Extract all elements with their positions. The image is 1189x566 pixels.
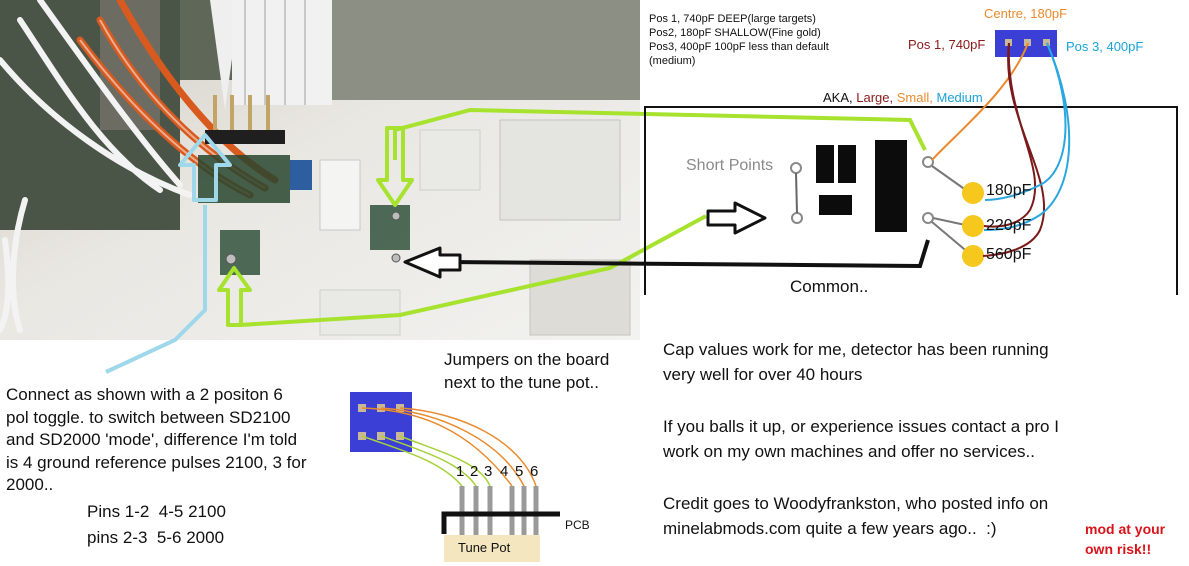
black-right-arrow xyxy=(706,201,767,235)
black-left-arrow xyxy=(403,246,462,279)
circuit-board-photo xyxy=(0,0,640,340)
maroon-wire-2 xyxy=(983,42,1037,228)
pcb-label: PCB xyxy=(565,518,590,532)
jumpers-line-2: next to the tune pot.. xyxy=(444,373,600,392)
risk-warning: mod at your own risk!! xyxy=(1085,519,1165,559)
chip-shapes xyxy=(816,140,907,232)
tune-pot-body xyxy=(444,535,540,562)
common-label: Common.. xyxy=(790,277,869,296)
right-note-2a: If you balls it up, or experience issues… xyxy=(663,417,1059,436)
pin-number-6: 6 xyxy=(530,463,539,480)
cap-label-220: 220pF xyxy=(986,217,1032,234)
switch-label-pos1: Pos 1, 740pF xyxy=(908,37,986,52)
switch-label-pos3: Pos 3, 400pF xyxy=(1066,39,1144,54)
right-note-3a: Credit goes to Woodyfrankston, who poste… xyxy=(663,494,1049,513)
pin-number-4: 4 xyxy=(500,463,509,480)
circuit-box-outline xyxy=(644,106,1178,295)
cap-label-180: 180pF xyxy=(986,182,1032,199)
pcb-line xyxy=(441,511,560,534)
instructions-line-1: Connect as shown with a 2 positon 6 xyxy=(6,385,283,404)
capacitor-180 xyxy=(962,182,984,204)
black-common-line xyxy=(444,239,930,269)
right-note-1a: Cap values work for me, detector has bee… xyxy=(663,340,1049,359)
pins-line-1: Pins 1-2 4-5 2100 xyxy=(87,502,226,521)
positions-line-3: Pos3, 400pF 100pF less than default xyxy=(649,41,829,53)
aka-prefix: AKA, xyxy=(823,90,853,105)
green-guide-line-2 xyxy=(239,214,707,327)
terminal-bottom xyxy=(922,212,934,224)
risk-line-1: mod at your xyxy=(1085,521,1166,537)
capacitor-560 xyxy=(962,245,984,267)
aka-small: Small, xyxy=(896,90,933,105)
positions-line-4: (medium) xyxy=(649,55,696,67)
jumpers-line-1: Jumpers on the board xyxy=(444,350,610,369)
green-up-arrow xyxy=(217,266,252,327)
positions-line-2: Pos2, 180pF SHALLOW(Fine gold) xyxy=(649,27,821,39)
green-guide-line xyxy=(393,107,927,160)
cyan-wire-2 xyxy=(983,42,1071,231)
right-notes: Cap values work for me, detector has bee… xyxy=(663,337,1059,541)
aka-line: AKA, Large, Small, Medium xyxy=(823,90,983,105)
tune-pot-label: Tune Pot xyxy=(458,540,511,555)
short-points xyxy=(790,162,803,224)
terminal-top xyxy=(922,156,934,168)
jumpers-note: Jumpers on the board next to the tune po… xyxy=(444,348,609,394)
aka-medium: Medium xyxy=(936,90,983,105)
blue-up-arrow xyxy=(178,133,232,202)
instructions-line-2: pol toggle. to switch between SD2100 xyxy=(6,407,291,427)
green-down-arrow xyxy=(376,126,414,207)
orange-wire xyxy=(931,42,1029,161)
pins-line-2: pins 2-3 5-6 2000 xyxy=(87,528,225,547)
right-note-1b: very well for over 40 hours xyxy=(663,365,863,384)
instructions-line-3: and SD2000 'mode', difference I'm told xyxy=(6,430,298,449)
instructions-line-5: 2000.. xyxy=(6,475,54,494)
pin-number-3: 3 xyxy=(484,463,493,480)
blue-guide-line xyxy=(105,205,207,374)
positions-note: Pos 1, 740pF DEEP(large targets) Pos2, 1… xyxy=(649,12,829,68)
cyan-wire xyxy=(984,42,1067,201)
short-points-label: Short Points xyxy=(686,157,774,174)
pin-number-2: 2 xyxy=(470,463,479,480)
pin-number-5: 5 xyxy=(515,463,524,480)
right-note-3b: minelabmods.com quite a few years ago.. … xyxy=(663,519,997,538)
switch-label-centre: Centre, 180pF xyxy=(984,6,1068,21)
capacitor-220 xyxy=(962,215,984,237)
positions-line-1: Pos 1, 740pF DEEP(large targets) xyxy=(649,13,816,25)
pin-number-1: 1 xyxy=(456,463,465,480)
instructions-line-4: is 4 ground reference pulses 2100, 3 for xyxy=(6,452,307,472)
right-note-2b: work on my own machines and offer no ser… xyxy=(663,442,1035,461)
aka-large: Large, xyxy=(856,90,894,105)
risk-line-2: own risk!! xyxy=(1085,541,1152,557)
instructions-note: Connect as shown with a 2 positon 6 pol … xyxy=(6,384,307,497)
cap-label-560: 560pF xyxy=(986,246,1032,263)
